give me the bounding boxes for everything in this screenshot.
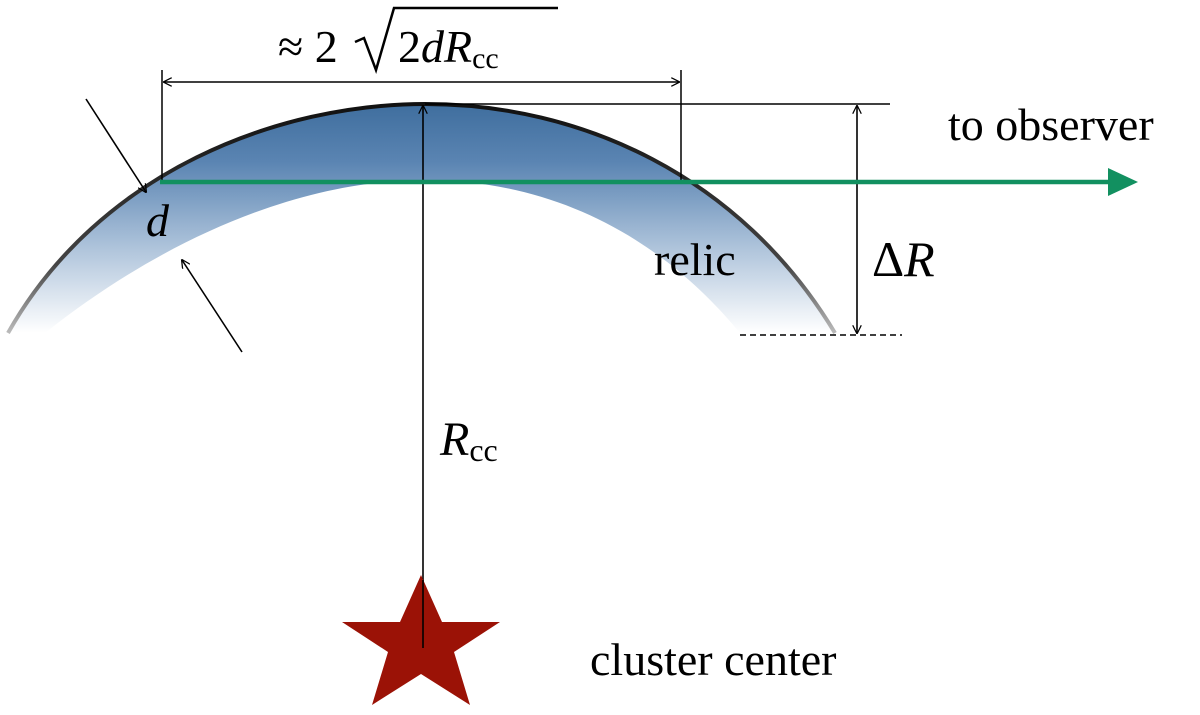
sqrt-sign [354, 6, 558, 74]
thickness-label: d [146, 195, 170, 246]
delta-r-label: ΔR [872, 231, 935, 287]
radius-label: Rcc [439, 413, 498, 468]
thickness-arrow-inner [182, 260, 243, 353]
thickness-arrow-outer [85, 98, 146, 192]
observer-label: to observer [948, 99, 1154, 150]
relic-shell [8, 104, 835, 333]
cluster-center-label: cluster center [590, 634, 836, 685]
relic-label: relic [654, 234, 736, 285]
observer-arrowhead [1108, 168, 1138, 196]
star-icon [342, 575, 500, 705]
svg-text:2dRcc: 2dRcc [398, 21, 499, 75]
svg-text:≈ 2: ≈ 2 [278, 21, 338, 72]
width-formula-label: ≈ 2 2dRcc [278, 6, 558, 75]
